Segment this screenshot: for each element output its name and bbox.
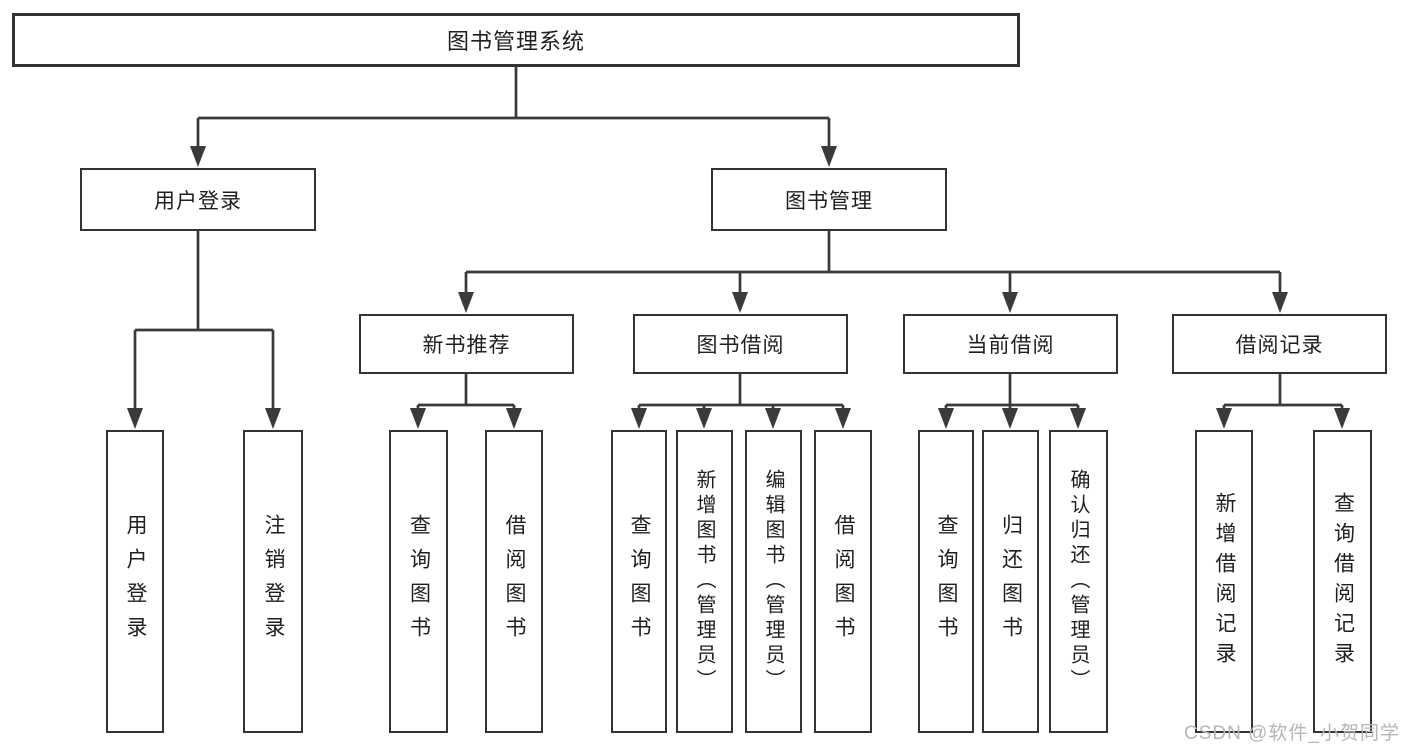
csdn-watermark: CSDN @软件_小贺同学 bbox=[1184, 723, 1400, 744]
arrow-down-icon bbox=[1334, 408, 1350, 429]
node-new-book-recommend: 新书推荐 bbox=[359, 314, 574, 374]
arrow-down-icon bbox=[1272, 292, 1288, 313]
arrow-down-icon bbox=[265, 408, 281, 429]
edge-book-borrow-children bbox=[637, 374, 845, 412]
node-query-books-recommend: 查询图书 bbox=[389, 430, 448, 733]
arrowheads bbox=[127, 146, 1350, 429]
node-borrowing-records: 借阅记录 bbox=[1172, 314, 1387, 374]
node-user-login-module: 用户登录 bbox=[80, 168, 316, 231]
arrow-down-icon bbox=[506, 408, 522, 429]
arrow-down-icon bbox=[1216, 408, 1232, 429]
arrow-down-icon bbox=[938, 408, 954, 429]
arrow-down-icon bbox=[696, 408, 712, 429]
edge-book-management-children bbox=[464, 231, 1282, 296]
node-book-management-module: 图书管理 bbox=[711, 168, 947, 231]
arrow-down-icon bbox=[190, 146, 206, 167]
node-edit-book-admin: 编辑图书（管理员） bbox=[745, 430, 802, 733]
arrow-down-icon bbox=[1002, 292, 1018, 313]
node-query-borrow-record: 查询借阅记录 bbox=[1313, 430, 1372, 733]
arrow-down-icon bbox=[458, 292, 474, 313]
arrow-down-icon bbox=[631, 408, 647, 429]
edge-current-borrow-children bbox=[944, 374, 1080, 412]
node-user-login: 用户登录 bbox=[106, 430, 164, 733]
arrow-down-icon bbox=[835, 408, 851, 429]
arrow-down-icon bbox=[732, 292, 748, 313]
arrow-down-icon bbox=[765, 408, 781, 429]
tree-edges bbox=[133, 67, 1344, 412]
node-add-borrow-record: 新增借阅记录 bbox=[1195, 430, 1253, 733]
arrow-down-icon bbox=[410, 408, 426, 429]
node-logout: 注销登录 bbox=[243, 430, 303, 733]
edge-root-to-level2 bbox=[196, 67, 831, 150]
node-query-books-current: 查询图书 bbox=[918, 430, 974, 733]
node-library-management-system: 图书管理系统 bbox=[12, 13, 1020, 67]
arrow-down-icon bbox=[1002, 408, 1018, 429]
node-borrow-books-recommend: 借阅图书 bbox=[485, 430, 543, 733]
arrow-down-icon bbox=[821, 146, 837, 167]
node-confirm-return-admin: 确认归还（管理员） bbox=[1049, 430, 1108, 733]
edge-user-login-children bbox=[133, 231, 275, 412]
node-book-borrowing: 图书借阅 bbox=[633, 314, 848, 374]
node-query-books-borrowing: 查询图书 bbox=[611, 430, 667, 733]
edge-new-book-children bbox=[416, 374, 516, 412]
node-current-borrowing: 当前借阅 bbox=[903, 314, 1118, 374]
edge-borrow-record-children bbox=[1222, 374, 1344, 412]
node-add-book-admin: 新增图书（管理员） bbox=[676, 430, 733, 733]
node-borrow-books-borrowing: 借阅图书 bbox=[814, 430, 872, 733]
arrow-down-icon bbox=[1070, 408, 1086, 429]
node-return-book: 归还图书 bbox=[982, 430, 1039, 733]
arrow-down-icon bbox=[127, 408, 143, 429]
